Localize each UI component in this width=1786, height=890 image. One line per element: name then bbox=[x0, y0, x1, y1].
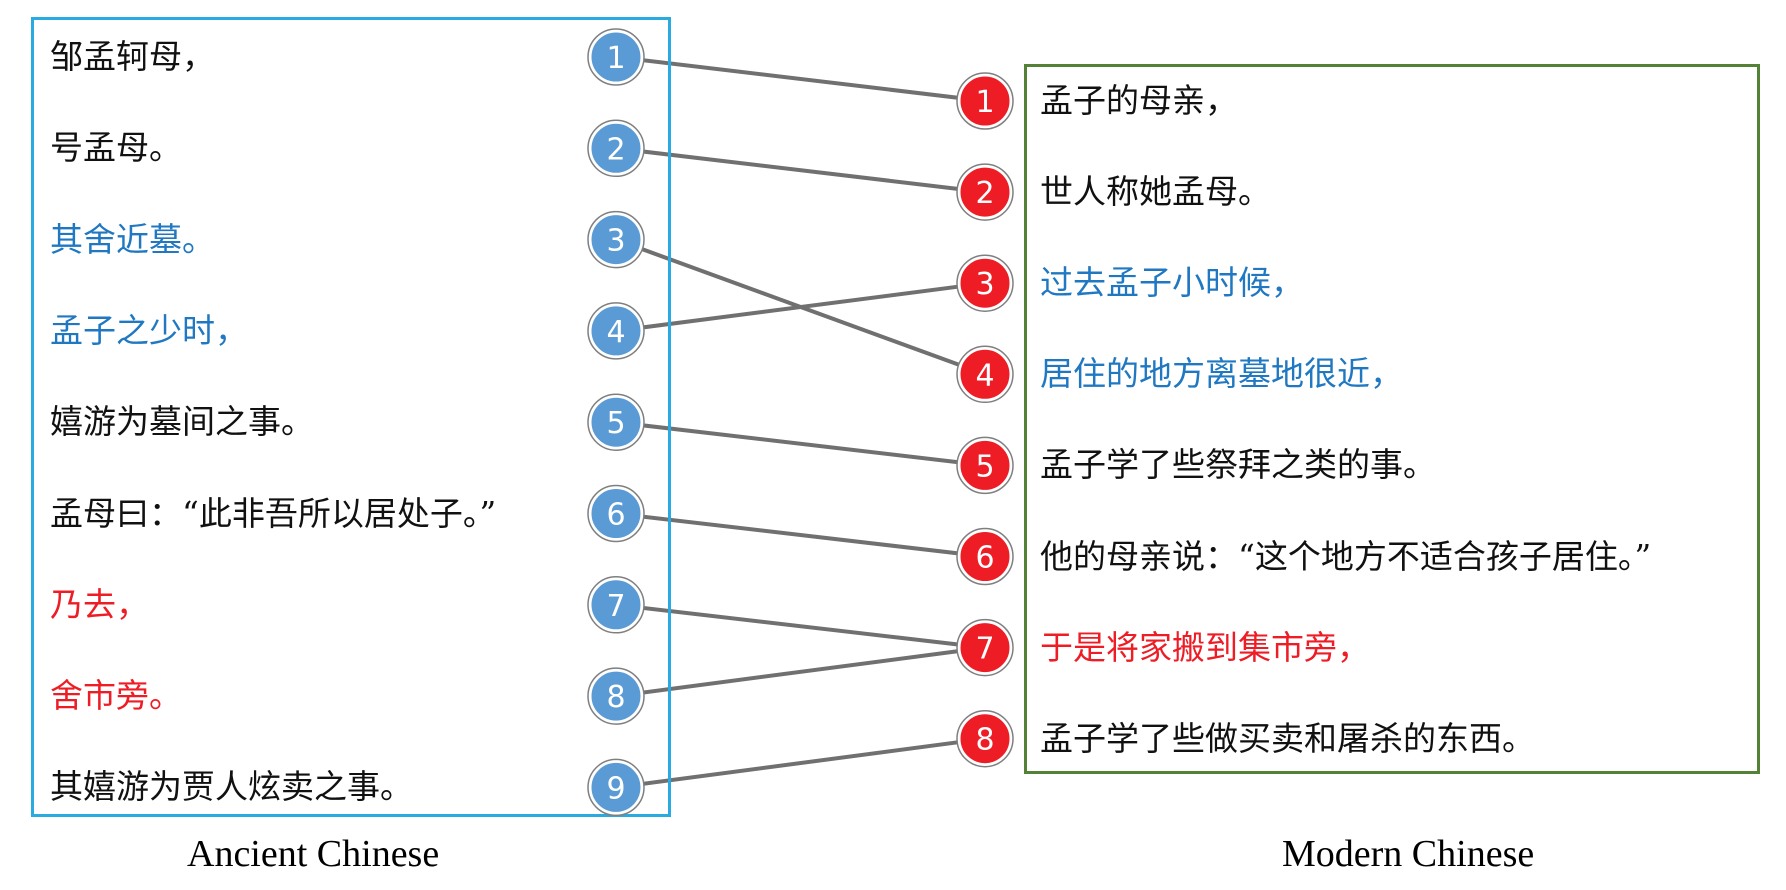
modern-chinese-caption: Modern Chinese bbox=[1282, 833, 1535, 875]
ancient-sentence-1: 邹孟轲母， bbox=[50, 37, 215, 76]
ancient-marker-9: 9 bbox=[587, 758, 645, 817]
modern-marker-8: 8 bbox=[956, 709, 1014, 768]
modern-marker-number: 5 bbox=[975, 449, 994, 484]
ancient-chinese-box bbox=[31, 17, 671, 817]
modern-sentence-7: 于是将家搬到集市旁， bbox=[1040, 627, 1370, 667]
ancient-sentence-6: 孟母曰：“此非吾所以居处子。” bbox=[50, 493, 497, 533]
ancient-marker-6: 6 bbox=[587, 484, 645, 543]
ancient-marker-1: 1 bbox=[587, 28, 645, 86]
modern-marker-2: 2 bbox=[956, 163, 1014, 221]
modern-marker-number: 7 bbox=[975, 632, 994, 667]
ancient-sentence-9: 其嬉游为贾人炫卖之事。 bbox=[50, 767, 413, 807]
alignment-link-1-1 bbox=[615, 55, 986, 103]
modern-sentence-5: 孟子学了些祭拜之类的事。 bbox=[1040, 445, 1436, 485]
modern-marker-number: 2 bbox=[975, 176, 994, 211]
alignment-link-2-2 bbox=[615, 146, 986, 195]
ancient-marker-7: 7 bbox=[587, 576, 645, 634]
ancient-marker-2: 2 bbox=[587, 119, 645, 178]
modern-chinese-box bbox=[1024, 64, 1760, 774]
ancient-sentence-8: 舍市旁。 bbox=[50, 676, 182, 716]
ancient-marker-number: 6 bbox=[606, 498, 625, 533]
modern-marker-number: 6 bbox=[975, 541, 994, 576]
modern-marker-4: 4 bbox=[956, 345, 1014, 404]
ancient-marker-number: 7 bbox=[606, 589, 625, 624]
modern-marker-number: 3 bbox=[975, 267, 994, 302]
modern-sentence-1: 孟子的母亲， bbox=[1040, 81, 1238, 120]
ancient-marker-number: 4 bbox=[606, 315, 625, 350]
ancient-sentence-3: 其舍近墓。 bbox=[50, 219, 215, 259]
alignment-link-5-5 bbox=[615, 420, 986, 468]
ancient-marker-4: 4 bbox=[587, 302, 645, 360]
ancient-marker-number: 2 bbox=[606, 132, 625, 167]
ancient-marker-number: 3 bbox=[606, 224, 625, 259]
alignment-link-7-7 bbox=[615, 602, 986, 650]
modern-sentence-8: 孟子学了些做买卖和屠杀的东西。 bbox=[1040, 718, 1535, 758]
modern-marker-number: 1 bbox=[975, 85, 994, 120]
modern-sentence-3: 过去孟子小时候， bbox=[1040, 263, 1304, 303]
ancient-marker-3: 3 bbox=[587, 210, 645, 269]
ancient-marker-5: 5 bbox=[587, 393, 645, 451]
ancient-marker-number: 1 bbox=[606, 41, 625, 76]
modern-marker-5: 5 bbox=[956, 436, 1014, 495]
alignment-link-9-8 bbox=[615, 736, 986, 790]
ancient-sentence-4: 孟子之少时， bbox=[50, 310, 248, 350]
modern-marker-6: 6 bbox=[956, 527, 1014, 586]
ancient-marker-number: 8 bbox=[606, 680, 625, 715]
ancient-marker-number: 9 bbox=[606, 771, 625, 806]
modern-sentence-4: 居住的地方离墓地很近， bbox=[1040, 354, 1403, 394]
alignment-link-6-6 bbox=[615, 511, 986, 559]
modern-marker-number: 8 bbox=[975, 723, 994, 758]
ancient-marker-8: 8 bbox=[587, 667, 645, 725]
modern-marker-7: 7 bbox=[956, 618, 1014, 677]
modern-sentence-6: 他的母亲说：“这个地方不适合孩子居住。” bbox=[1040, 536, 1652, 576]
ancient-sentence-2: 号孟母。 bbox=[50, 128, 182, 168]
ancient-chinese-caption: Ancient Chinese bbox=[187, 833, 440, 875]
modern-marker-1: 1 bbox=[956, 72, 1014, 130]
alignment-link-4-3 bbox=[615, 281, 986, 333]
ancient-sentence-5: 嬉游为墓间之事。 bbox=[50, 402, 314, 442]
alignment-link-8-7 bbox=[615, 645, 986, 699]
ancient-sentence-7: 乃去， bbox=[50, 584, 149, 624]
modern-marker-3: 3 bbox=[956, 254, 1014, 312]
modern-sentence-2: 世人称她孟母。 bbox=[1040, 172, 1271, 212]
modern-marker-number: 4 bbox=[975, 358, 994, 393]
ancient-marker-number: 5 bbox=[606, 406, 625, 441]
